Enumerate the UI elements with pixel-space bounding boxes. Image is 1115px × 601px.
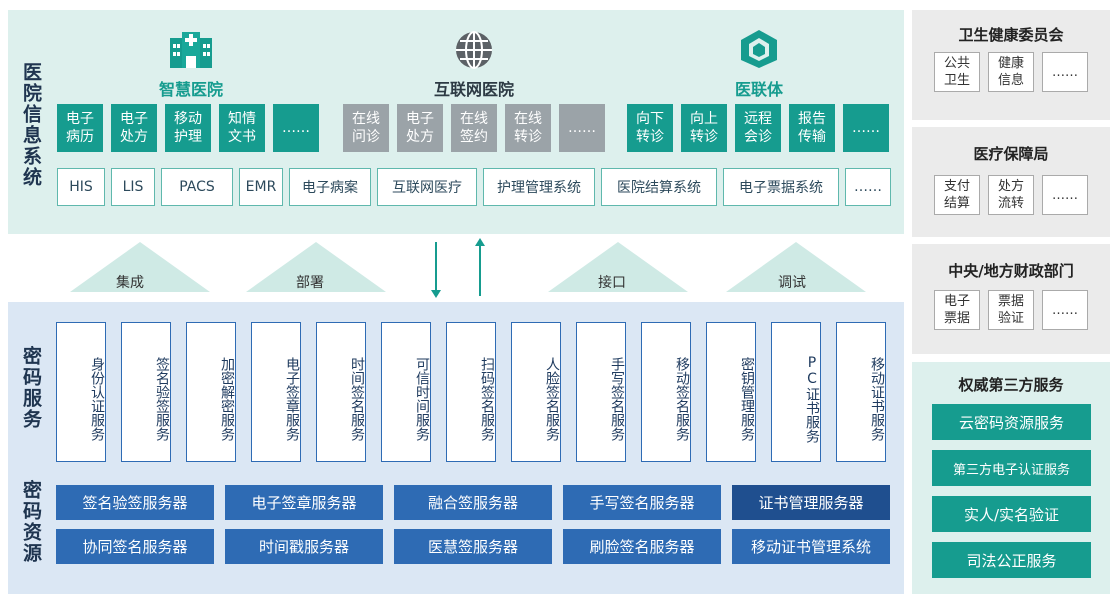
health-commission-title: 卫生健康委员会 — [958, 26, 1064, 44]
service-sign-verify[interactable]: 签名验签服务 — [121, 322, 171, 462]
resource-yihui-sign-server[interactable]: 医慧签服务器 — [394, 529, 552, 564]
crypto-service-title: 密码服务 — [20, 346, 42, 430]
service-e-seal[interactable]: 电子签章服务 — [251, 322, 301, 462]
globe-icon — [456, 31, 492, 69]
insurance-item-more[interactable]: …… — [1042, 175, 1088, 215]
internet-item[interactable]: 在线 转诊 — [505, 104, 551, 152]
health-item-more[interactable]: …… — [1042, 52, 1088, 92]
triangle-debugging — [726, 242, 866, 292]
crypto-resource-title: 密码资源 — [20, 480, 42, 564]
internet-item[interactable]: 在线 签约 — [451, 104, 497, 152]
insurance-item[interactable]: 支付 结算 — [934, 175, 980, 215]
medical-alliance-icon — [741, 30, 777, 68]
smart-item[interactable]: 移动 护理 — [165, 104, 211, 152]
system-e-invoice[interactable]: 电子票据系统 — [723, 168, 839, 206]
internet-item-more[interactable]: …… — [559, 104, 605, 152]
internet-item[interactable]: 在线 问诊 — [343, 104, 389, 152]
integration-connectors — [70, 238, 866, 298]
service-identity-auth[interactable]: 身份认证服务 — [56, 322, 106, 462]
internet-item[interactable]: 电子 处方 — [397, 104, 443, 152]
service-key-management[interactable]: 密钥管理服务 — [706, 322, 756, 462]
down-arrow-head — [431, 290, 441, 298]
hospital-building-icon — [170, 32, 212, 68]
alliance-item[interactable]: 向下 转诊 — [627, 104, 673, 152]
service-scan-sign[interactable]: 扫码签名服务 — [446, 322, 496, 462]
finance-item[interactable]: 票据 验证 — [988, 290, 1034, 330]
triangle-interface — [548, 242, 688, 292]
third-party-real-name[interactable]: 实人/实名验证 — [932, 496, 1091, 532]
resource-coop-sign-server[interactable]: 协同签名服务器 — [56, 529, 214, 564]
resource-timestamp-server[interactable]: 时间戳服务器 — [225, 529, 383, 564]
system-internet-medical[interactable]: 互联网医疗 — [377, 168, 477, 206]
system-settlement[interactable]: 医院结算系统 — [601, 168, 717, 206]
resource-e-seal-server[interactable]: 电子签章服务器 — [225, 485, 383, 520]
label-interface: 接口 — [598, 275, 626, 291]
resource-mobile-cert-system[interactable]: 移动证书管理系统 — [732, 529, 890, 564]
triangle-deployment — [246, 242, 386, 292]
resource-handwriting-server[interactable]: 手写签名服务器 — [563, 485, 721, 520]
service-trusted-time[interactable]: 可信时间服务 — [381, 322, 431, 462]
resource-sign-verify-server[interactable]: 签名验签服务器 — [56, 485, 214, 520]
service-mobile-sign[interactable]: 移动签名服务 — [641, 322, 691, 462]
system-more[interactable]: …… — [845, 168, 891, 206]
service-time-sign[interactable]: 时间签名服务 — [316, 322, 366, 462]
system-medical-record[interactable]: 电子病案 — [289, 168, 371, 206]
service-pc-cert[interactable]: PC证书服务 — [771, 322, 821, 462]
service-encrypt-decrypt[interactable]: 加密解密服务 — [186, 322, 236, 462]
service-handwriting-sign[interactable]: 手写签名服务 — [576, 322, 626, 462]
health-item[interactable]: 健康 信息 — [988, 52, 1034, 92]
finance-item[interactable]: 电子 票据 — [934, 290, 980, 330]
health-item[interactable]: 公共 卫生 — [934, 52, 980, 92]
finance-item-more[interactable]: …… — [1042, 290, 1088, 330]
third-party-judicial[interactable]: 司法公正服务 — [932, 542, 1091, 578]
insurance-bureau-title: 医疗保障局 — [973, 145, 1049, 163]
category-medical-alliance: 医联体 — [734, 80, 783, 99]
triangle-integration — [70, 242, 210, 292]
smart-item-more[interactable]: …… — [273, 104, 319, 152]
category-internet-hospital: 互联网医院 — [433, 80, 514, 99]
system-pacs[interactable]: PACS — [161, 168, 233, 206]
third-party-title: 权威第三方服务 — [958, 376, 1064, 394]
third-party-e-auth[interactable]: 第三方电子认证服务 — [932, 450, 1091, 486]
service-mobile-cert[interactable]: 移动证书服务 — [836, 322, 886, 462]
smart-item[interactable]: 电子 病历 — [57, 104, 103, 152]
up-arrow-head — [475, 238, 485, 246]
system-lis[interactable]: LIS — [111, 168, 155, 206]
alliance-item-more[interactable]: …… — [843, 104, 889, 152]
alliance-item[interactable]: 报告 传输 — [789, 104, 835, 152]
insurance-item[interactable]: 处方 流转 — [988, 175, 1034, 215]
smart-item[interactable]: 知情 文书 — [219, 104, 265, 152]
alliance-item[interactable]: 向上 转诊 — [681, 104, 727, 152]
alliance-item[interactable]: 远程 会诊 — [735, 104, 781, 152]
resource-face-sign-server[interactable]: 刷脸签名服务器 — [563, 529, 721, 564]
hospital-system-title: 医院信息系统 — [20, 62, 42, 188]
label-integration: 集成 — [116, 275, 144, 291]
label-debugging: 调试 — [778, 275, 806, 291]
smart-item[interactable]: 电子 处方 — [111, 104, 157, 152]
system-emr[interactable]: EMR — [239, 168, 283, 206]
resource-cert-mgmt-server[interactable]: 证书管理服务器 — [732, 485, 890, 520]
third-party-cloud-crypto[interactable]: 云密码资源服务 — [932, 404, 1091, 440]
system-his[interactable]: HIS — [57, 168, 105, 206]
category-smart-hospital: 智慧医院 — [158, 80, 223, 99]
label-deployment: 部署 — [296, 275, 324, 291]
finance-dept-title: 中央/地方财政部门 — [948, 262, 1074, 280]
system-nursing[interactable]: 护理管理系统 — [483, 168, 595, 206]
service-face-sign[interactable]: 人脸签名服务 — [511, 322, 561, 462]
resource-fusion-sign-server[interactable]: 融合签服务器 — [394, 485, 552, 520]
